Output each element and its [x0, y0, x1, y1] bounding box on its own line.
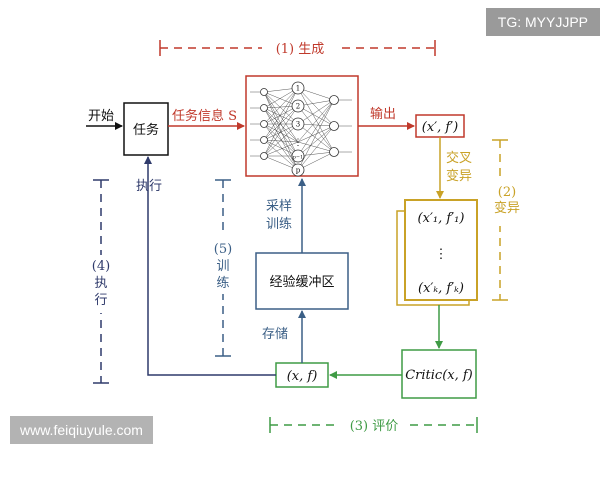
execution-bracket-label-3: 行: [94, 293, 107, 308]
training-bracket-label-2: 训: [216, 259, 229, 274]
execute-arrow: [144, 156, 276, 376]
buffer-label: 经验缓冲区: [269, 274, 334, 290]
nn-hidden-dots: ⋮: [294, 138, 303, 148]
output-pair-label: (x′, f′): [422, 120, 458, 135]
output-label: 输出: [370, 106, 396, 122]
watermark-bottom: www.feiqiuyule.com: [10, 416, 153, 444]
nn-input-node: [260, 104, 268, 112]
mutation-bracket-label-1: (2): [498, 185, 516, 200]
generation-bracket: (1) 生成: [159, 38, 436, 58]
mutation-bracket-label-2: 变异: [494, 200, 520, 216]
training-bracket: (5) 训 练: [211, 179, 235, 357]
mutation-bracket: (2) 变异: [492, 139, 522, 301]
svg-text:2: 2: [296, 103, 300, 111]
population-first: (x′₁, f′₁): [418, 211, 465, 226]
generation-bracket-label: (1) 生成: [276, 42, 325, 57]
execute-label: 执行: [136, 179, 162, 194]
svg-text:p−1: p−1: [293, 155, 304, 161]
nn-input-node: [260, 88, 268, 96]
sample-label-1: 采样: [266, 199, 292, 214]
nn-output-node: [329, 95, 339, 105]
nn-output-node: [329, 121, 339, 131]
nn-hidden-node: 3: [291, 117, 305, 131]
nn-input-node: [260, 120, 268, 128]
nn-input-node: [260, 136, 268, 144]
population-dots: ⋮: [435, 247, 448, 262]
nn-hidden-node: 1: [291, 81, 305, 95]
training-bracket-label-3: 练: [216, 276, 229, 291]
nn-hidden-node: p: [291, 163, 305, 177]
execution-bracket-label-1: (4): [92, 259, 110, 274]
start-label: 开始: [88, 109, 114, 124]
critic-box: [401, 349, 477, 399]
population-box: (x′₁, f′₁) ⋮ (x′ₖ, f′ₖ): [396, 199, 478, 306]
training-bracket-label-1: (5): [214, 242, 232, 257]
neural-network: 1 2 3 ⋮ p−1 p: [245, 75, 359, 177]
execution-bracket: (4) 执 行: [89, 179, 113, 384]
watermark-top: TG: MYYJJPP: [485, 8, 600, 36]
store-label: 存储: [262, 327, 288, 342]
population-last: (x′ₖ, f′ₖ): [418, 281, 464, 296]
nn-output-node: [329, 147, 339, 157]
evaluation-bracket-label: (3) 评价: [350, 419, 399, 434]
buffer-box: [255, 252, 349, 310]
critic-label: Critic(x, f): [405, 368, 473, 383]
svg-text:3: 3: [296, 121, 300, 129]
execution-bracket-label-2: 执: [94, 276, 107, 291]
nn-hidden-node: p−1: [291, 149, 305, 163]
evaluation-bracket: (3) 评价: [269, 415, 478, 435]
task-box: [123, 102, 169, 156]
sample-label-2: 训练: [266, 217, 292, 232]
svg-text:1: 1: [296, 85, 300, 93]
crossover-label-2: 变异: [446, 168, 472, 184]
svg-text:p: p: [296, 167, 301, 175]
crossover-label-1: 交叉: [446, 150, 472, 166]
task-label: 任务: [133, 122, 159, 138]
nn-input-node: [260, 152, 268, 160]
nn-hidden-node: 2: [291, 99, 305, 113]
pair-label: (x, f): [287, 369, 318, 384]
task-info-label: 任务信息 S: [172, 108, 237, 124]
